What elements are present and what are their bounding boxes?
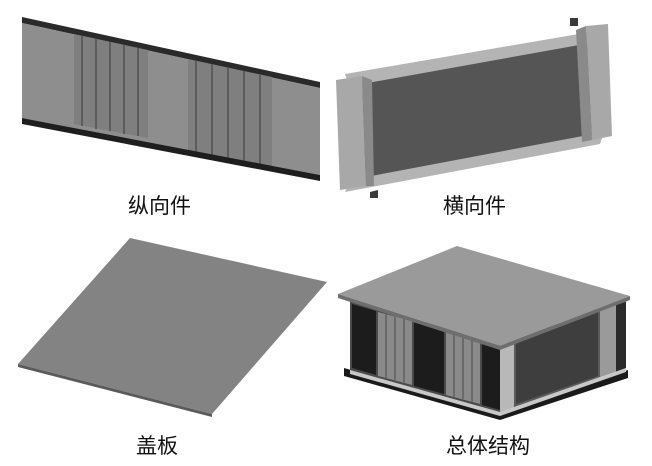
assembly-drawing xyxy=(338,246,630,420)
cover-plate-drawing xyxy=(18,238,327,417)
caption-transverse-member: 横向件 xyxy=(443,194,506,218)
caption-longitudinal-member: 纵向件 xyxy=(128,194,191,218)
caption-cover-plate: 盖板 xyxy=(136,434,178,458)
caption-overall-structure: 总体结构 xyxy=(446,434,530,458)
longitudinal-member-drawing xyxy=(22,17,320,181)
transverse-member-drawing xyxy=(336,18,612,198)
